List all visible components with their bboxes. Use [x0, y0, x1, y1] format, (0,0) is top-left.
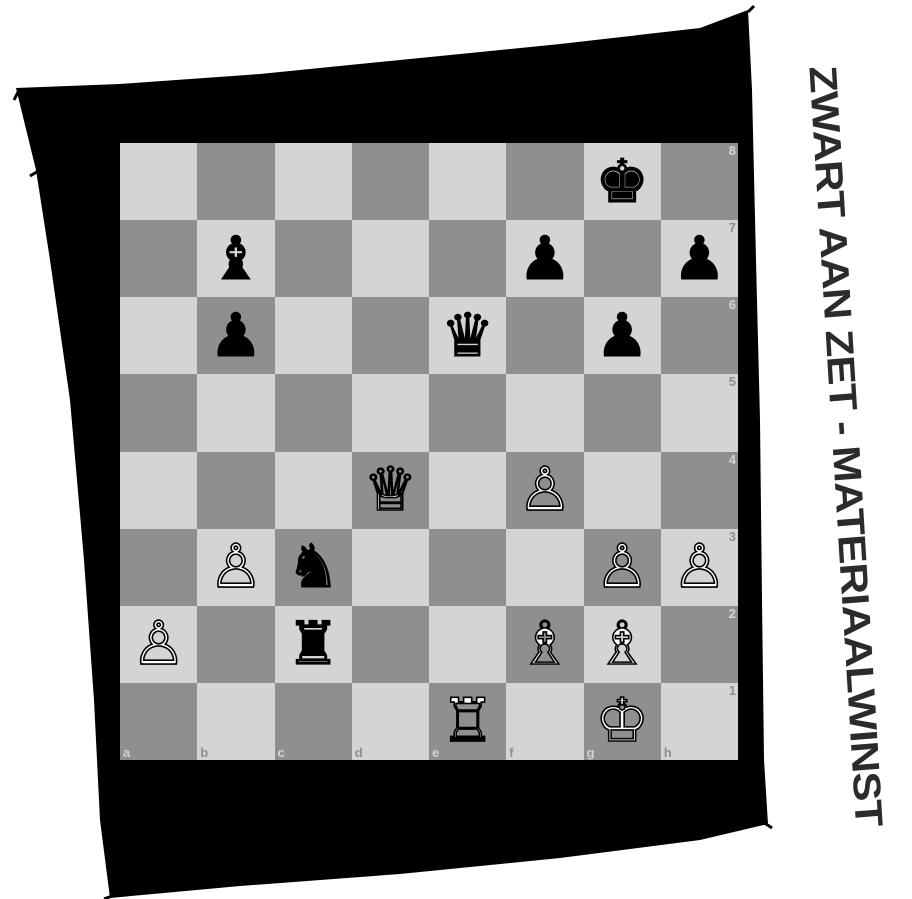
square-h8[interactable]: 8	[661, 143, 738, 220]
file-label-c: c	[278, 746, 285, 759]
square-d5[interactable]	[352, 374, 429, 451]
square-e5[interactable]	[429, 374, 506, 451]
square-e7[interactable]	[429, 220, 506, 297]
white-pawn-icon[interactable]: ♙	[120, 606, 197, 683]
square-h6[interactable]: 6	[661, 297, 738, 374]
square-f4[interactable]: ♙	[506, 452, 583, 529]
black-pawn-icon[interactable]: ♟	[197, 297, 274, 374]
rank-label-2: 2	[729, 607, 736, 620]
square-g2[interactable]: ♗	[584, 606, 661, 683]
square-g1[interactable]: g♔	[584, 683, 661, 760]
square-a4[interactable]	[120, 452, 197, 529]
black-knight-icon[interactable]: ♞	[275, 529, 352, 606]
square-c3[interactable]: ♞	[275, 529, 352, 606]
black-queen-icon[interactable]: ♛	[429, 297, 506, 374]
square-g7[interactable]	[584, 220, 661, 297]
black-pawn-icon[interactable]: ♟	[584, 297, 661, 374]
square-e3[interactable]	[429, 529, 506, 606]
square-f8[interactable]	[506, 143, 583, 220]
square-f5[interactable]	[506, 374, 583, 451]
square-c2[interactable]: ♜	[275, 606, 352, 683]
file-label-b: b	[200, 746, 208, 759]
square-b8[interactable]	[197, 143, 274, 220]
square-f6[interactable]	[506, 297, 583, 374]
white-king-icon[interactable]: ♔	[584, 683, 661, 760]
square-b5[interactable]	[197, 374, 274, 451]
file-label-h: h	[664, 746, 672, 759]
square-c4[interactable]	[275, 452, 352, 529]
white-pawn-icon[interactable]: ♙	[584, 529, 661, 606]
square-e1[interactable]: e♖	[429, 683, 506, 760]
square-a1[interactable]: a	[120, 683, 197, 760]
square-b1[interactable]: b	[197, 683, 274, 760]
square-a8[interactable]	[120, 143, 197, 220]
black-bishop-icon[interactable]: ♝	[197, 220, 274, 297]
square-a5[interactable]	[120, 374, 197, 451]
square-c1[interactable]: c	[275, 683, 352, 760]
square-d4[interactable]: ♕	[352, 452, 429, 529]
black-pawn-icon[interactable]: ♟	[661, 220, 738, 297]
white-rook-icon[interactable]: ♖	[429, 683, 506, 760]
square-g3[interactable]: ♙	[584, 529, 661, 606]
square-a7[interactable]	[120, 220, 197, 297]
square-c6[interactable]	[275, 297, 352, 374]
square-b7[interactable]: ♝	[197, 220, 274, 297]
white-pawn-icon[interactable]: ♙	[661, 529, 738, 606]
square-d2[interactable]	[352, 606, 429, 683]
file-label-f: f	[509, 746, 513, 759]
square-g4[interactable]	[584, 452, 661, 529]
white-bishop-icon[interactable]: ♗	[584, 606, 661, 683]
side-title: ZWART AAN ZET - MATERIAALWINST	[781, 86, 909, 806]
square-b4[interactable]	[197, 452, 274, 529]
square-a3[interactable]	[120, 529, 197, 606]
square-e2[interactable]	[429, 606, 506, 683]
square-h4[interactable]: 4	[661, 452, 738, 529]
square-b3[interactable]: ♙	[197, 529, 274, 606]
square-e8[interactable]	[429, 143, 506, 220]
square-b6[interactable]: ♟	[197, 297, 274, 374]
square-c8[interactable]	[275, 143, 352, 220]
black-pawn-icon[interactable]: ♟	[506, 220, 583, 297]
rank-label-4: 4	[729, 453, 736, 466]
file-label-d: d	[355, 746, 363, 759]
square-h2[interactable]: 2	[661, 606, 738, 683]
square-c7[interactable]	[275, 220, 352, 297]
square-f2[interactable]: ♗	[506, 606, 583, 683]
file-label-a: a	[123, 746, 130, 759]
square-f7[interactable]: ♟	[506, 220, 583, 297]
square-d3[interactable]	[352, 529, 429, 606]
rank-label-1: 1	[729, 684, 736, 697]
black-king-icon[interactable]: ♚	[584, 143, 661, 220]
puzzle-title: ZWART AAN ZET - MATERIAALWINST	[800, 64, 891, 828]
square-g5[interactable]	[584, 374, 661, 451]
square-c5[interactable]	[275, 374, 352, 451]
square-d6[interactable]	[352, 297, 429, 374]
white-pawn-icon[interactable]: ♙	[506, 452, 583, 529]
white-pawn-icon[interactable]: ♙	[197, 529, 274, 606]
rank-label-8: 8	[729, 144, 736, 157]
square-f1[interactable]: f	[506, 683, 583, 760]
square-h7[interactable]: 7♟	[661, 220, 738, 297]
rank-label-5: 5	[729, 375, 736, 388]
white-queen-icon[interactable]: ♕	[352, 452, 429, 529]
square-a2[interactable]: ♙	[120, 606, 197, 683]
square-h5[interactable]: 5	[661, 374, 738, 451]
square-a6[interactable]	[120, 297, 197, 374]
square-e4[interactable]	[429, 452, 506, 529]
square-g8[interactable]: ♚	[584, 143, 661, 220]
white-bishop-icon[interactable]: ♗	[506, 606, 583, 683]
rank-label-6: 6	[729, 298, 736, 311]
square-g6[interactable]: ♟	[584, 297, 661, 374]
square-f3[interactable]	[506, 529, 583, 606]
square-d7[interactable]	[352, 220, 429, 297]
square-d8[interactable]	[352, 143, 429, 220]
square-e6[interactable]: ♛	[429, 297, 506, 374]
square-h3[interactable]: 3♙	[661, 529, 738, 606]
square-d1[interactable]: d	[352, 683, 429, 760]
black-rook-icon[interactable]: ♜	[275, 606, 352, 683]
square-b2[interactable]	[197, 606, 274, 683]
